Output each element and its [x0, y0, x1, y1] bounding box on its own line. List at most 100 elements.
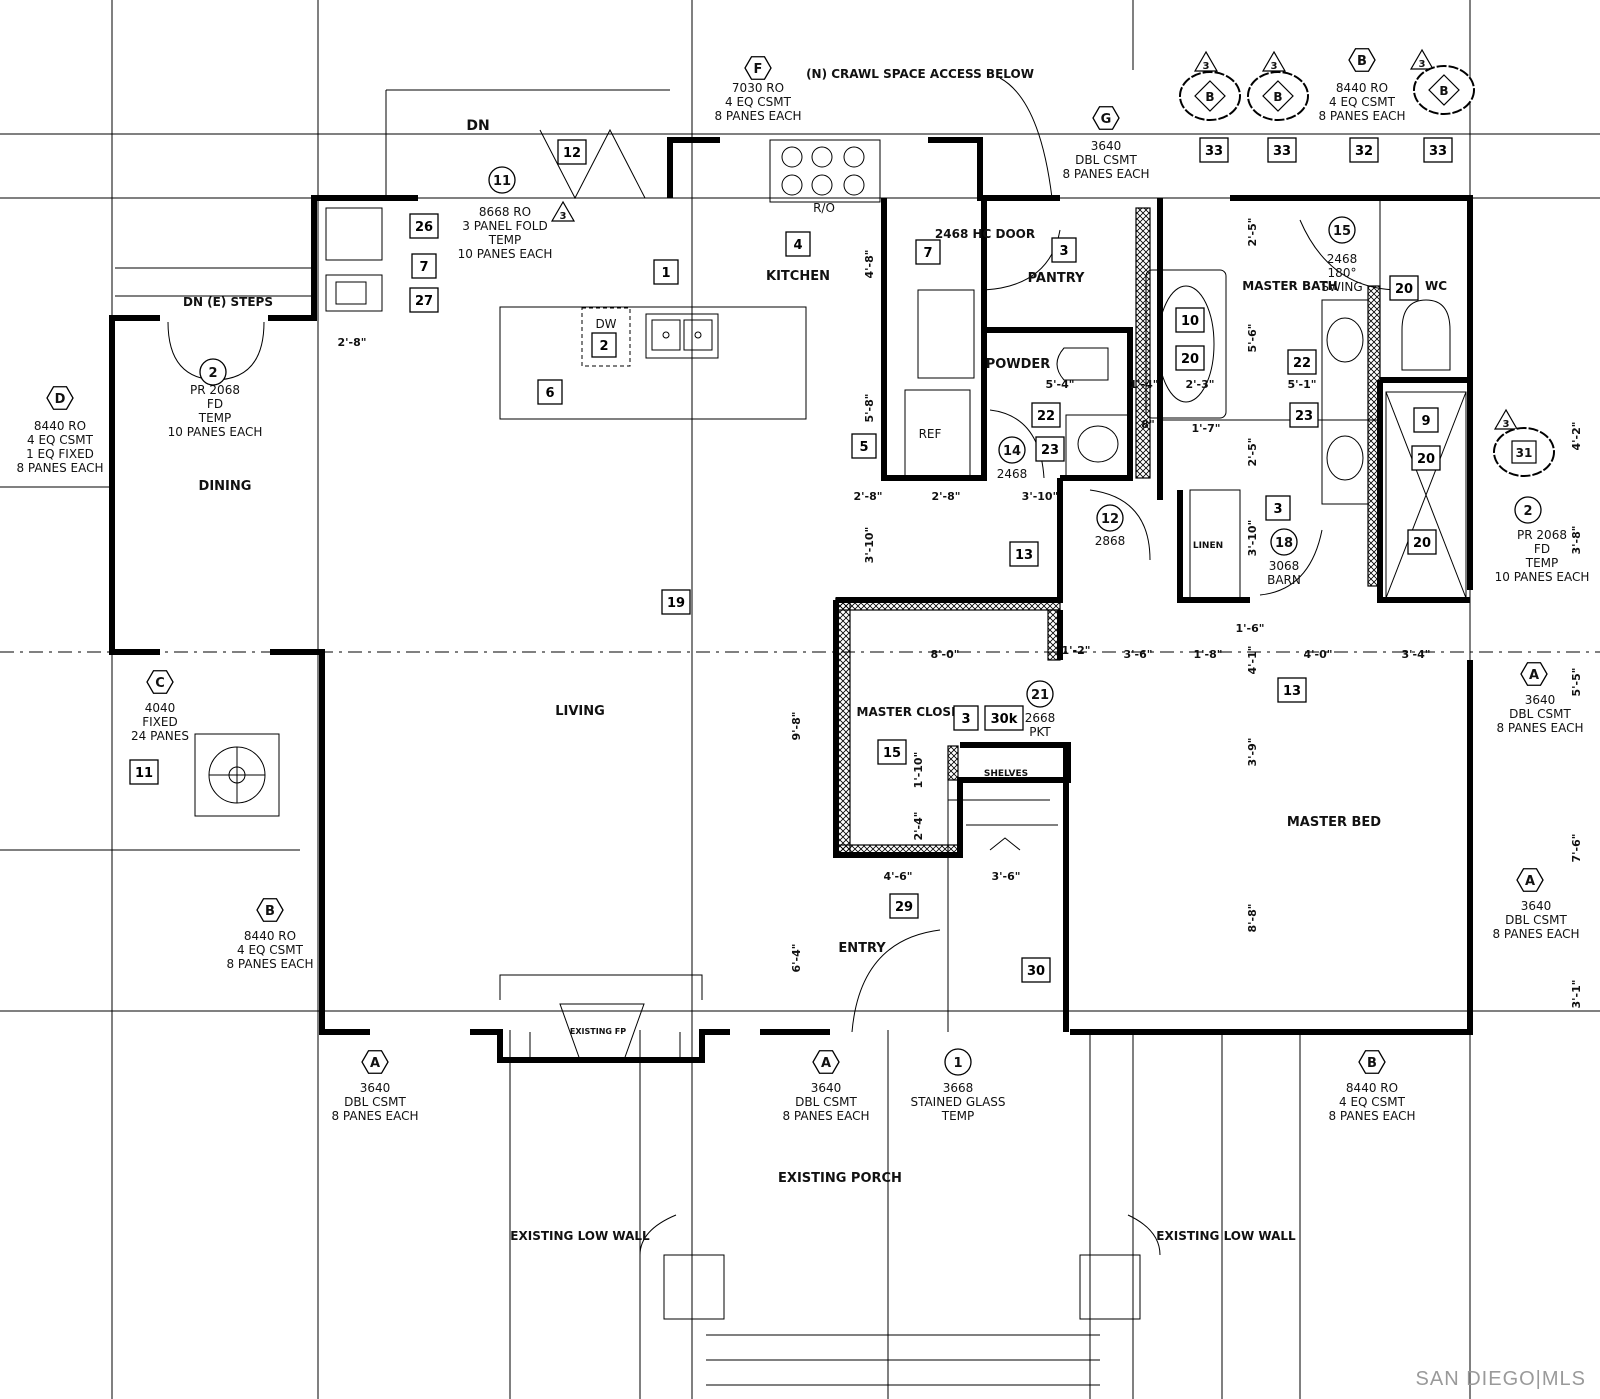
room-entry: ENTRY: [838, 941, 886, 956]
box-tag: 3: [1051, 237, 1077, 263]
room-wc: WC: [1425, 279, 1447, 293]
box-tag-label: 26: [415, 220, 433, 235]
spec-door18-line: BARN: [1267, 573, 1301, 587]
box-tag: 20: [1411, 445, 1441, 471]
ref-label: REF: [919, 427, 942, 441]
dimension-label: 3'-10": [863, 527, 876, 564]
box-tag-label: 3: [1059, 244, 1068, 259]
dimension-label: 3'-10": [1246, 520, 1259, 557]
hex-tag-label: A: [821, 1056, 831, 1071]
kitchen-island: [499, 306, 807, 420]
spec-G-line: 8 PANES EACH: [1062, 167, 1149, 181]
spec-B-top-line: 8440 RO: [1336, 81, 1388, 95]
spec-door2-right-line: PR 2068: [1517, 528, 1567, 542]
fan-icon: [194, 733, 280, 817]
box-tag: 29: [889, 893, 919, 919]
dimension-label: 2'-8": [338, 336, 367, 349]
spec-door2-left-line: FD: [207, 397, 223, 411]
box-tag: 30k: [984, 705, 1024, 731]
box-tag: 12: [557, 139, 587, 165]
spec-door15-line: 180°: [1328, 266, 1357, 280]
circle-tag-icon: [944, 1048, 972, 1076]
hex-tag-label: F: [754, 62, 763, 77]
circle-tag-icon: [199, 358, 227, 386]
room-pantry: PANTRY: [1028, 271, 1085, 286]
spec-door15-line: SWING: [1321, 280, 1362, 294]
box-tag: 26: [409, 213, 439, 239]
dimension-label: 5'-5": [1570, 668, 1583, 697]
dimension-label: 5'-1": [1288, 378, 1317, 391]
hex-tag-icon: [1516, 868, 1544, 892]
box-tag: 33: [1199, 137, 1229, 163]
box-tag: 7: [411, 253, 437, 279]
cloud-tag-label: B: [1439, 84, 1448, 98]
triangle-tag-label: 3: [1503, 419, 1510, 430]
box-tag-label: 33: [1205, 144, 1223, 159]
spec-A-right-upper-line: DBL CSMT: [1509, 707, 1571, 721]
hex-tag-icon: [361, 1050, 389, 1074]
circle-tag-label: 21: [1031, 688, 1049, 703]
box-tag-label: 11: [135, 766, 153, 781]
kitchen-fixtures: DW R/O REF: [115, 89, 975, 477]
spec-door1-line: 3668: [943, 1081, 974, 1095]
circle-tag-label: 2: [208, 366, 217, 381]
dimension-labels: 2'-8"4'-8"5'-8"2'-8"2'-8"3'-10"3'-10"5'-…: [338, 218, 1583, 1009]
box-tag: 13: [1277, 677, 1307, 703]
box-tag-label: 13: [1015, 548, 1033, 563]
spec-door2-right-line: 10 PANES EACH: [1495, 570, 1590, 584]
box-tag: 4: [785, 231, 811, 257]
linen-note: LINEN: [1193, 541, 1223, 551]
dimension-label: 1'-4": [1130, 378, 1159, 391]
dimension-label: 2'-4": [912, 812, 925, 841]
hex-tag-label: A: [1529, 668, 1539, 683]
dimension-label: 2'-5": [1246, 438, 1259, 467]
hex-tag-label: A: [1525, 874, 1535, 889]
circle-tag-icon: [1270, 528, 1298, 556]
spec-B-left-line: 4 EQ CSMT: [237, 943, 304, 957]
spec-B-bottom-right-line: 8440 RO: [1346, 1081, 1398, 1095]
spec-A-bottom-mid-line: DBL CSMT: [795, 1095, 857, 1109]
dimension-label: 8": [1141, 418, 1154, 431]
box-tag-label: 22: [1293, 356, 1311, 371]
dimension-label: 3'-8": [1570, 526, 1583, 555]
hex-tag-icon: [146, 670, 174, 694]
box-tag-label: 19: [667, 596, 685, 611]
box-tag: 19: [661, 589, 691, 615]
spec-door11-line: 3 PANEL FOLD: [462, 219, 547, 233]
spec-D-line: 4 EQ CSMT: [27, 433, 94, 447]
triangle-tag-label: 3: [1203, 61, 1210, 72]
triangle-tag-icon: [1261, 50, 1287, 72]
hex-tag-icon: [256, 898, 284, 922]
circle-tag-label: 2: [1523, 504, 1532, 519]
existing-fireplace: [559, 1003, 645, 1061]
spec-F-line: 7030 RO: [732, 81, 784, 95]
spec-A-bottom-mid-line: 8 PANES EACH: [782, 1109, 869, 1123]
dimension-label: 1'-10": [912, 752, 925, 789]
box-tag: 10: [1175, 307, 1205, 333]
dn-top-note: DN: [466, 118, 489, 134]
watermark: SAN DIEGO|MLS: [1416, 1368, 1586, 1391]
burner-icon: [781, 146, 865, 196]
cloud-tag-label: B: [1273, 90, 1282, 104]
circle-tag-label: 11: [493, 174, 511, 189]
spec-C-line: FIXED: [142, 715, 177, 729]
box-tag: 11: [129, 759, 159, 785]
box-tag: 20: [1407, 529, 1437, 555]
dimension-label: 5'-6": [1246, 324, 1259, 353]
room-master-bath: MASTER BATH: [1242, 279, 1337, 293]
circle-tag-icon: [1328, 216, 1356, 244]
porch-structures: [559, 1003, 1161, 1386]
spec-A-bottom-left-line: DBL CSMT: [344, 1095, 406, 1109]
box-tag: 9: [1413, 407, 1439, 433]
box-tag: 5: [851, 433, 877, 459]
box-tag: 7: [915, 239, 941, 265]
hex-tag-label: B: [265, 904, 275, 919]
spec-door11-line: TEMP: [488, 233, 522, 247]
spec-D-line: 8 PANES EACH: [16, 461, 103, 475]
hex-tag-label: C: [155, 676, 165, 691]
spec-C-line: 24 PANES: [131, 729, 189, 743]
spec-door15-line: 2468: [1327, 252, 1358, 266]
spec-A-right-upper-line: 3640: [1525, 693, 1556, 707]
